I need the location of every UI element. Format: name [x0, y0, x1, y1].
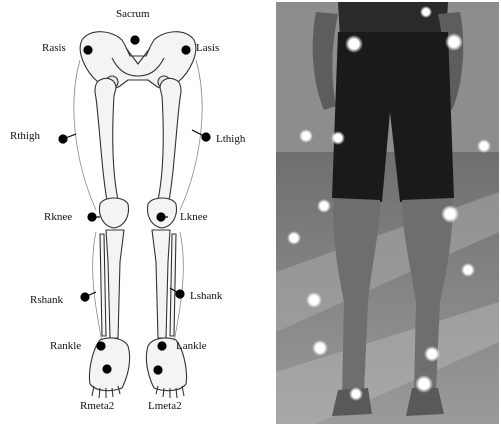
photo-marker-lshank — [461, 263, 475, 277]
sacrum-label: Sacrum — [116, 8, 150, 20]
subject-photo — [276, 2, 499, 424]
photo-marker-rankle — [312, 340, 328, 356]
rmeta2-label: Rmeta2 — [80, 400, 114, 412]
rshank-label: Rshank — [30, 294, 63, 306]
rmeta2-marker — [103, 365, 111, 373]
rknee-label: Rknee — [44, 211, 72, 223]
right-knee-joint — [100, 198, 129, 228]
rankle-marker — [97, 342, 105, 350]
skeleton-marker-diagram — [0, 0, 275, 426]
photo-marker-lasis — [445, 33, 463, 51]
left-femur — [158, 78, 181, 206]
right-foot — [89, 338, 129, 391]
lmeta2-marker — [154, 366, 162, 374]
photo-marker-rshank-outer — [287, 231, 301, 245]
rasis-label: Rasis — [42, 42, 66, 54]
sacrum-marker — [131, 36, 139, 44]
lmeta2-label: Lmeta2 — [148, 400, 182, 412]
photo-marker-lankle — [424, 346, 440, 362]
photo-marker-rasis — [345, 35, 363, 53]
photo-marker-lthigh — [477, 139, 491, 153]
lankle-marker — [158, 342, 166, 350]
left-tibia — [152, 230, 170, 338]
right-tibia — [106, 230, 124, 338]
photo-marker-rshank — [306, 292, 322, 308]
photo-marker-rknee — [317, 199, 331, 213]
lasis-label: Lasis — [196, 42, 219, 54]
rankle-label: Rankle — [50, 340, 81, 352]
photo-marker-rmeta2 — [349, 387, 363, 401]
lthigh-label: Lthigh — [216, 133, 245, 145]
lankle-label: Lankle — [176, 340, 207, 352]
lshank-label: Lshank — [190, 290, 222, 302]
photo-marker-lthigh-wall — [420, 6, 432, 18]
rthigh-label: Rthigh — [10, 130, 40, 142]
lasis-marker — [182, 46, 190, 54]
photo-marker-rthigh — [331, 131, 345, 145]
photo-marker-lmeta2 — [415, 375, 433, 393]
photo-marker-rwall — [299, 129, 313, 143]
right-femur — [95, 78, 118, 206]
lknee-label: Lknee — [180, 211, 207, 223]
rasis-marker — [84, 46, 92, 54]
photo-marker-lknee — [441, 205, 459, 223]
